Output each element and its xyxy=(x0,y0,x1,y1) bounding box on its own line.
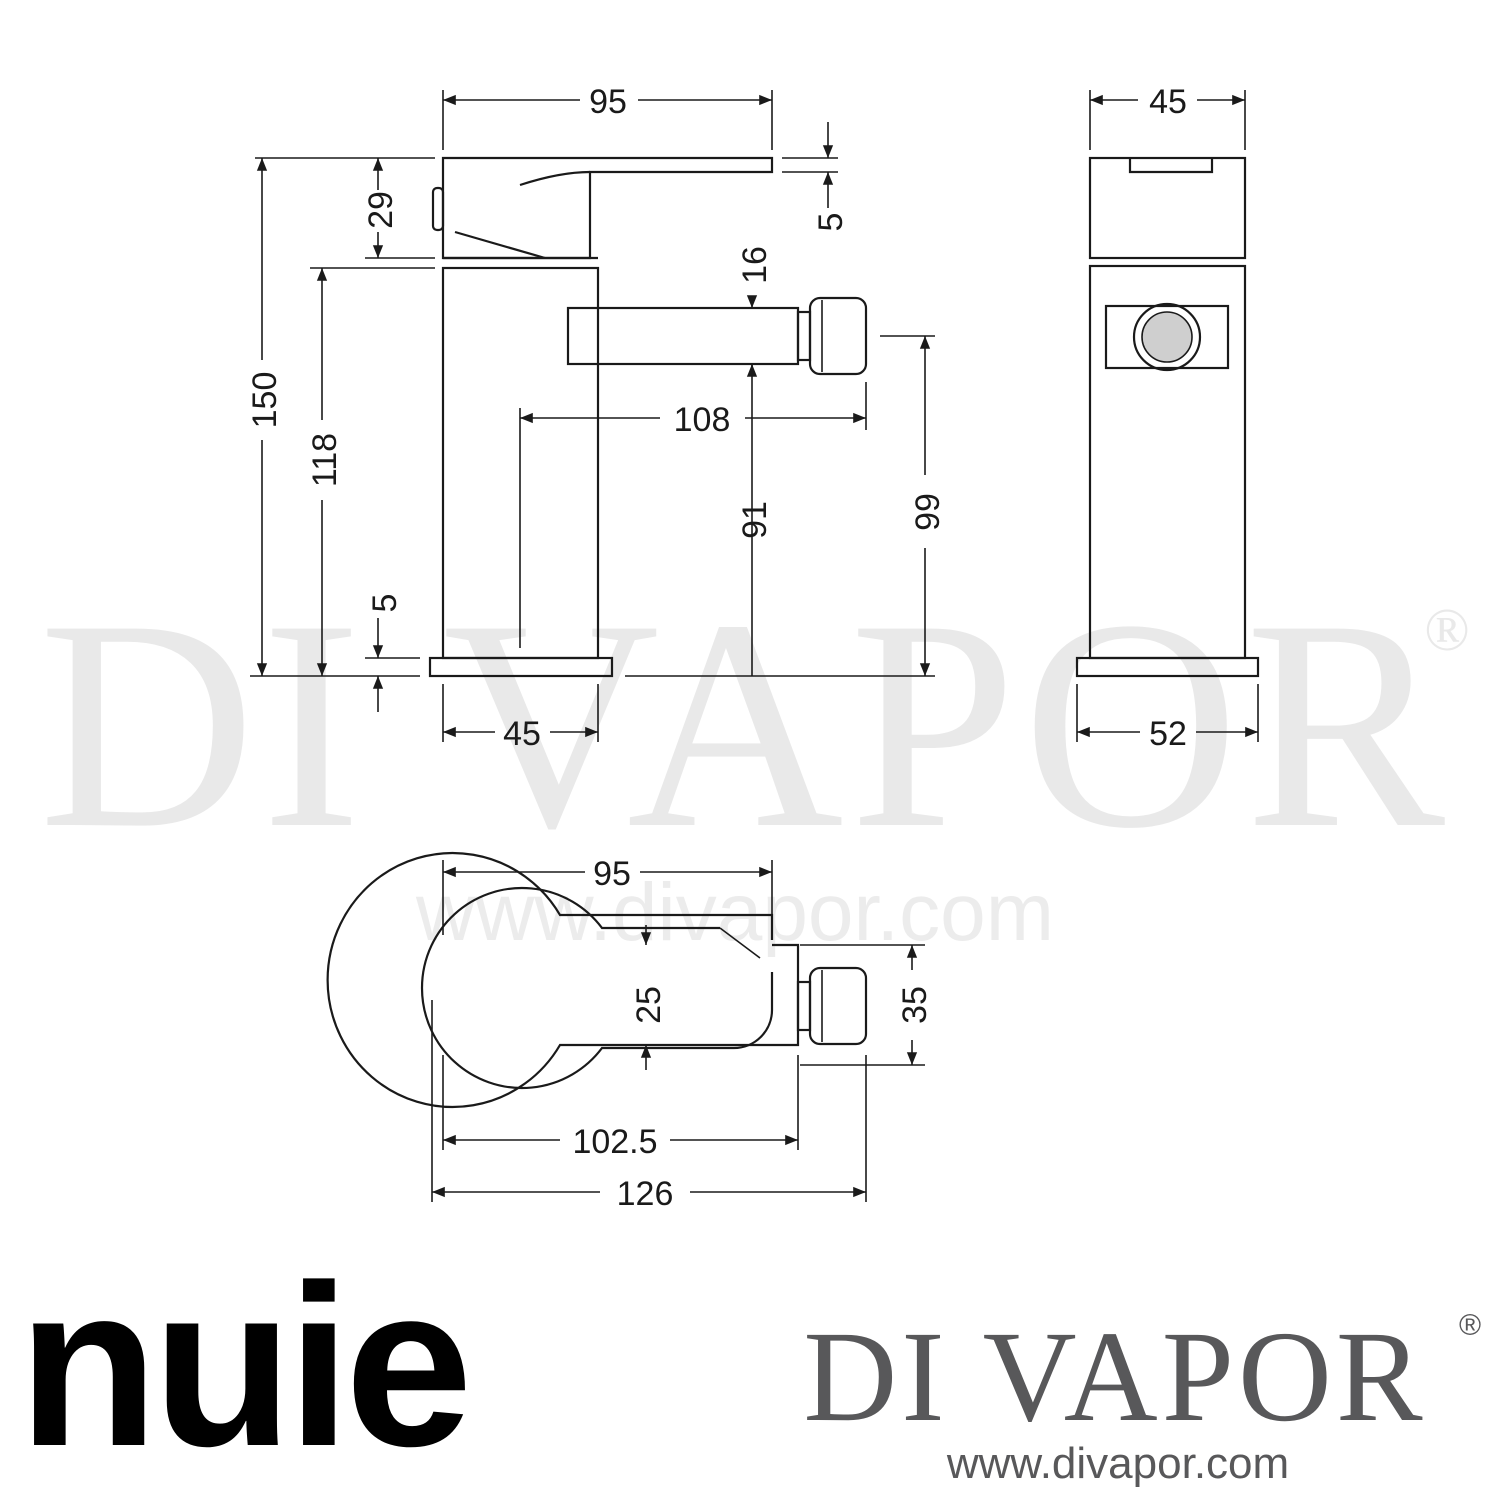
front-view-lever xyxy=(1088,156,1247,260)
dim-side-handle-height: 29 xyxy=(362,191,400,229)
side-view-lever-curve xyxy=(519,170,591,187)
top-view-body-outline xyxy=(326,851,800,1109)
dim-side-spout-height: 16 xyxy=(736,246,774,284)
divapor-registered-mark: ® xyxy=(1459,1309,1481,1342)
side-view-cartridge-cap xyxy=(431,186,445,232)
dim-top-lever-width: 25 xyxy=(630,986,668,1024)
front-view: 45 52 xyxy=(1075,83,1260,753)
dim-side-base-width: 45 xyxy=(503,715,541,753)
watermark: DI VAPOR ® www.divapor.com xyxy=(39,558,1476,958)
divapor-url: www.divapor.com xyxy=(946,1439,1289,1488)
dim-top-reach-to-outlet: 102.5 xyxy=(572,1123,657,1161)
front-view-base xyxy=(1075,656,1260,678)
top-view: 95 25 35 102.5 126 xyxy=(326,851,934,1213)
dim-side-handle-thickness: 5 xyxy=(812,213,850,232)
dim-top-overall-length: 126 xyxy=(617,1175,674,1213)
nuie-logo: nuie xyxy=(18,1237,467,1494)
front-view-aerator-mesh xyxy=(1141,311,1193,363)
dim-side-total-height: 150 xyxy=(246,372,284,429)
top-view-lever xyxy=(420,886,774,1090)
dim-top-outlet-width: 35 xyxy=(896,986,934,1024)
dim-top-overall-width: 95 xyxy=(593,855,631,893)
dim-side-spout-to-base: 91 xyxy=(736,501,774,539)
dim-front-base-width: 52 xyxy=(1149,715,1187,753)
side-view-lever-underside xyxy=(454,230,546,260)
side-view-spout xyxy=(566,306,800,366)
side-view-base xyxy=(428,656,614,678)
dim-side-spout-reach: 108 xyxy=(674,401,731,439)
dim-side-body-height: 118 xyxy=(306,433,344,487)
dim-side-base-thickness: 5 xyxy=(366,594,404,613)
side-view-nozzle-collar xyxy=(796,310,812,362)
divapor-logo: DI VAPOR xyxy=(803,1305,1426,1449)
top-view-nozzle xyxy=(808,966,868,1046)
top-view-lever-inner xyxy=(719,927,761,959)
dim-front-top-width: 45 xyxy=(1149,83,1187,121)
front-view-lever-recess xyxy=(1128,158,1214,174)
side-view-nozzle xyxy=(808,296,868,376)
watermark-brand: DI VAPOR xyxy=(39,558,1451,890)
footer: nuie DI VAPOR ® www.divapor.com xyxy=(18,1237,1481,1494)
side-view: 95 5 29 150 118 5 45 16 91 xyxy=(246,83,947,753)
top-view-nozzle-collar xyxy=(796,980,812,1032)
front-view-aerator xyxy=(1132,302,1202,372)
watermark-registered-mark: ® xyxy=(1424,597,1476,663)
watermark-url: www.divapor.com xyxy=(415,867,1054,958)
front-view-spout xyxy=(1104,304,1230,370)
dim-side-top-width: 95 xyxy=(589,83,627,121)
dim-side-outlet-height: 99 xyxy=(909,493,947,531)
